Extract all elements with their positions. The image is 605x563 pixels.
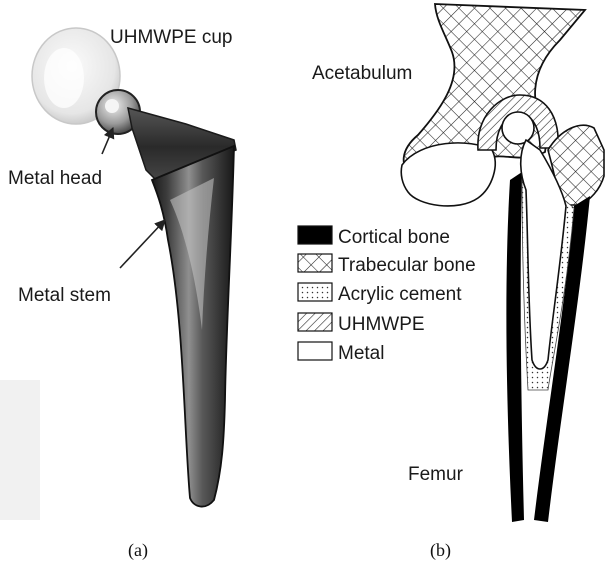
legend-label-acrylic-cement: Acrylic cement xyxy=(338,284,462,305)
legend-swatch-cortical-bone xyxy=(298,226,332,244)
label-metal-stem: Metal stem xyxy=(18,285,111,306)
legend: Cortical bone Trabecular bone Acrylic ce… xyxy=(298,226,476,364)
femoral-head-metal xyxy=(502,112,534,144)
legend-swatch-metal xyxy=(298,342,332,360)
panel-b: Cortical bone Trabecular bone Acrylic ce… xyxy=(298,4,604,561)
label-acetabulum: Acetabulum xyxy=(312,63,412,84)
photo-shading xyxy=(0,380,40,520)
legend-swatch-uhmwpe xyxy=(298,313,332,331)
label-uhmwpe-cup: UHMWPE cup xyxy=(110,27,232,48)
caption-a: (a) xyxy=(128,540,148,561)
caption-b: (b) xyxy=(430,540,451,561)
legend-swatch-trabecular-bone xyxy=(298,254,332,272)
metal-stem-arrow xyxy=(120,220,165,268)
legend-swatch-acrylic-cement xyxy=(298,283,332,301)
legend-label-trabecular-bone: Trabecular bone xyxy=(338,255,476,276)
femur-cortical-left xyxy=(506,172,524,522)
legend-label-uhmwpe: UHMWPE xyxy=(338,314,425,335)
label-metal-head: Metal head xyxy=(8,168,102,189)
pelvis-opening xyxy=(401,143,495,206)
panel-a: UHMWPE cup Metal head Metal stem (a) xyxy=(0,27,236,561)
label-femur: Femur xyxy=(408,464,464,485)
legend-label-metal: Metal xyxy=(338,343,384,364)
legend-label-cortical-bone: Cortical bone xyxy=(338,227,450,248)
